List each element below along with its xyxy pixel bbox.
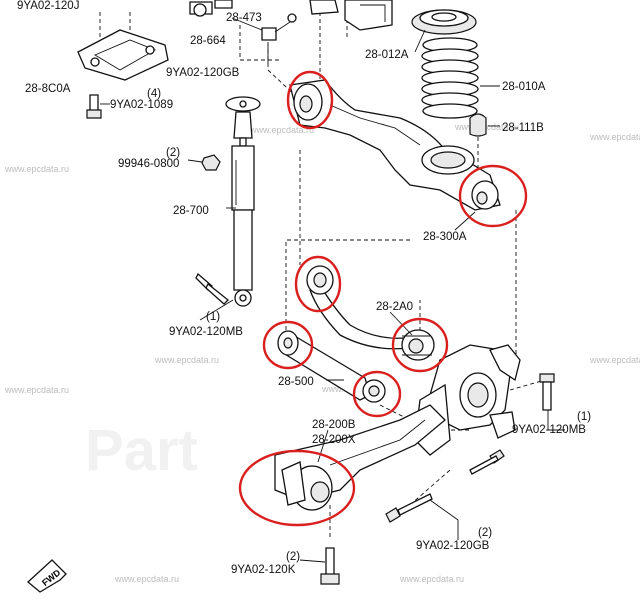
- label-28-500: 28-500: [278, 376, 314, 388]
- label-qty-2-a: (2): [166, 147, 180, 159]
- bolt: [86, 94, 102, 119]
- bump-stopper: [469, 113, 487, 137]
- label-9ya02-120mb-right: 9YA02-120MB: [512, 424, 586, 436]
- highlight-circle: [391, 317, 449, 373]
- label-28-300a: 28-300A: [423, 231, 467, 243]
- top-bracket-parts: [189, 0, 393, 41]
- knuckle-hub-carrier: [414, 344, 521, 456]
- label-9ya02-120gb-top: 9YA02-120GB: [166, 67, 240, 79]
- label-99946-0800: 99946-0800: [118, 158, 179, 170]
- label-28-664: 28-664: [190, 35, 226, 47]
- lateral-link-arm: [306, 265, 435, 361]
- background-watermark: Part: [85, 418, 198, 483]
- trailing-arm: [274, 404, 446, 511]
- label-28-200b: 28-200B: [312, 419, 356, 431]
- label-28-111b: 28-111B: [502, 122, 544, 134]
- watermark-text: www.epcdata.ru: [4, 385, 69, 395]
- label-28-2a0: 28-2A0: [376, 301, 413, 313]
- label-9ya02-120mb-left: 9YA02-120MB: [169, 326, 243, 338]
- coil-spring: [421, 37, 479, 119]
- bolt: [539, 373, 555, 411]
- watermark-text: www.epcdata.ru: [589, 132, 640, 142]
- label-qty-1-a: (1): [206, 311, 220, 323]
- hex-nut: [201, 154, 221, 171]
- label-28-200x: 28-200X: [312, 434, 356, 446]
- label-qty-4: (4): [147, 88, 161, 100]
- label-qty-2-b: (2): [478, 527, 492, 539]
- watermark-text: www.epcdata.ru: [249, 125, 314, 135]
- highlight-circle: [352, 370, 402, 418]
- mounting-bracket: [77, 29, 169, 81]
- label-28-012a: 28-012A: [365, 49, 409, 61]
- watermark-text: www.epcdata.ru: [154, 355, 219, 365]
- bolt: [385, 493, 433, 523]
- label-28-8c0a: 28-8C0A: [25, 83, 71, 95]
- label-qty-1-b: (1): [577, 411, 591, 423]
- highlight-circle: [458, 164, 528, 228]
- shock-absorber: [225, 96, 261, 307]
- bolt: [320, 547, 340, 585]
- spring-seat: [411, 9, 477, 35]
- watermark-text: www.epcdata.ru: [114, 574, 179, 584]
- part-labels: 9YA02-120J 28-473 28-664 9YA02-120GB 28-…: [17, 0, 591, 576]
- watermark-text: www.epcdata.ru: [4, 164, 69, 174]
- label-28-473: 28-473: [226, 12, 262, 24]
- label-9ya02-120j: 9YA02-120J: [17, 0, 79, 12]
- label-9ya02-120k: 9YA02-120K: [231, 564, 296, 576]
- label-qty-2-c: (2): [286, 551, 300, 563]
- watermark-text: www.epcdata.ru: [589, 355, 640, 365]
- lower-lateral-arm: [277, 330, 386, 403]
- highlight-circle: [286, 70, 334, 130]
- upper-control-arm: [289, 79, 501, 211]
- watermark-text: www.epcdata.ru: [399, 574, 464, 584]
- bolt: [469, 449, 505, 475]
- label-9ya02-120gb-bottom: 9YA02-120GB: [416, 540, 490, 552]
- highlight-marks: [238, 70, 528, 527]
- label-28-010a: 28-010A: [502, 81, 546, 93]
- highlight-circle: [238, 449, 356, 527]
- callout-leaders: [100, 17, 565, 563]
- forward-arrow-icon: FWD: [27, 559, 67, 593]
- highlight-circle: [262, 320, 314, 370]
- label-28-700: 28-700: [173, 205, 209, 217]
- highlight-circle: [294, 255, 342, 313]
- label-9ya02-1089: 9YA02-1089: [110, 99, 173, 111]
- bolt: [195, 272, 229, 305]
